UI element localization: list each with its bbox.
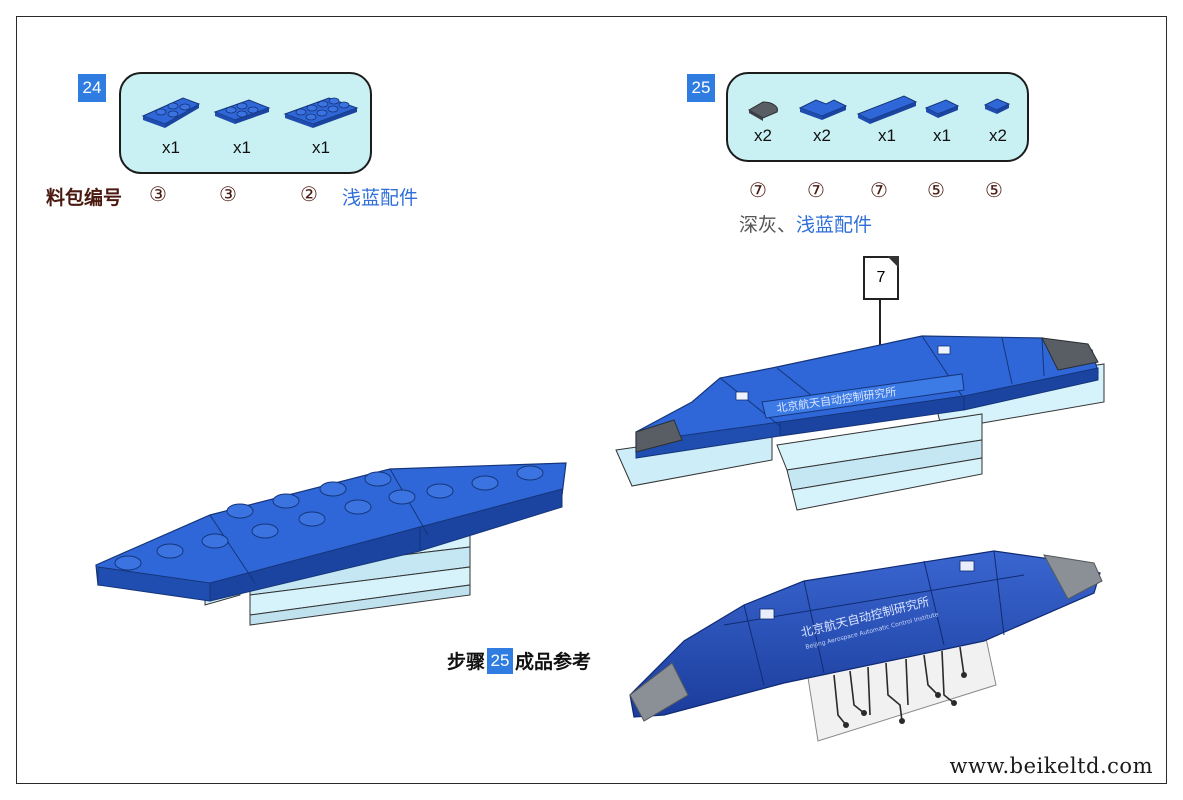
part-corner-tile: x2 (794, 74, 850, 160)
finished-model-photo: 北京航天自动控制研究所 Beijing Aerospace Automatic … (629, 550, 1103, 742)
plate-2x4-icon (283, 97, 359, 128)
page-reference-number: 7 (876, 269, 886, 286)
part-plate-2x4: x1 (279, 74, 363, 172)
tile-mark-icon (959, 560, 975, 572)
step-25-model-illustration: 北京航天自动控制研究所 (615, 335, 1105, 511)
website-url: www.beikeltd.com (949, 754, 1153, 778)
part-wedge-plate: x1 (135, 74, 207, 172)
color-note-grey: 深灰、 (739, 214, 797, 236)
leader-line (879, 300, 881, 372)
pack-number-label: 料包编号 (46, 187, 123, 209)
part-qty: x1 (162, 138, 180, 157)
pack-number: ⑤ (985, 178, 1003, 202)
reference-step-badge: 25 (487, 647, 514, 674)
reference-suffix: 成品参考 (515, 651, 592, 673)
part-tile-1x2: x1 (920, 74, 964, 160)
pack-number: ② (300, 182, 318, 206)
part-tile-1x1: x2 (976, 74, 1020, 160)
part-qty: x1 (933, 126, 951, 145)
step-25-badge: 25 (687, 74, 715, 102)
pack-number: ⑦ (870, 178, 888, 202)
wedge-plate-icon (141, 97, 201, 128)
pack-number: ⑦ (749, 178, 767, 202)
part-plate-2x3: x1 (207, 74, 277, 172)
part-qty: x1 (233, 138, 251, 157)
finished-reference-label: 步骤 25 成品参考 (447, 647, 591, 674)
pack-number: ⑤ (927, 178, 945, 202)
step-24-parts-box: x1 x1 x1 (119, 72, 372, 174)
part-qty: x2 (989, 126, 1007, 145)
part-qty: x1 (878, 126, 896, 145)
part-long-tile: x1 (854, 74, 920, 160)
step-25-parts-box: x2 x2 x1 x1 x2 (726, 72, 1029, 162)
color-note-blue: 浅蓝配件 (796, 214, 873, 236)
part-qty: x2 (754, 126, 772, 145)
color-note: 浅蓝配件 (342, 187, 419, 209)
pack-number: ③ (149, 182, 167, 206)
plate-2x3-icon (213, 99, 271, 124)
tile-mark-icon (735, 391, 749, 401)
step-24-model-illustration (95, 462, 567, 626)
long-tile-icon (856, 95, 918, 124)
part-qty: x1 (312, 138, 330, 157)
round-tile-icon (747, 101, 778, 121)
tile-1x1-icon (983, 98, 1011, 114)
page-frame (16, 16, 1167, 784)
reference-prefix: 步骤 (447, 651, 486, 673)
tile-mark-icon (759, 608, 775, 620)
tile-mark-icon (937, 345, 951, 355)
color-note: 深灰、浅蓝配件 (739, 210, 872, 237)
step-24-badge: 24 (78, 74, 106, 102)
tile-1x2-icon (924, 99, 960, 118)
corner-tile-icon (798, 99, 848, 120)
pack-number: ⑦ (807, 178, 825, 202)
part-round-tile: x2 (738, 74, 788, 160)
page-reference-tag: 7 (863, 256, 899, 300)
part-qty: x2 (813, 126, 831, 145)
pack-number: ③ (219, 182, 237, 206)
